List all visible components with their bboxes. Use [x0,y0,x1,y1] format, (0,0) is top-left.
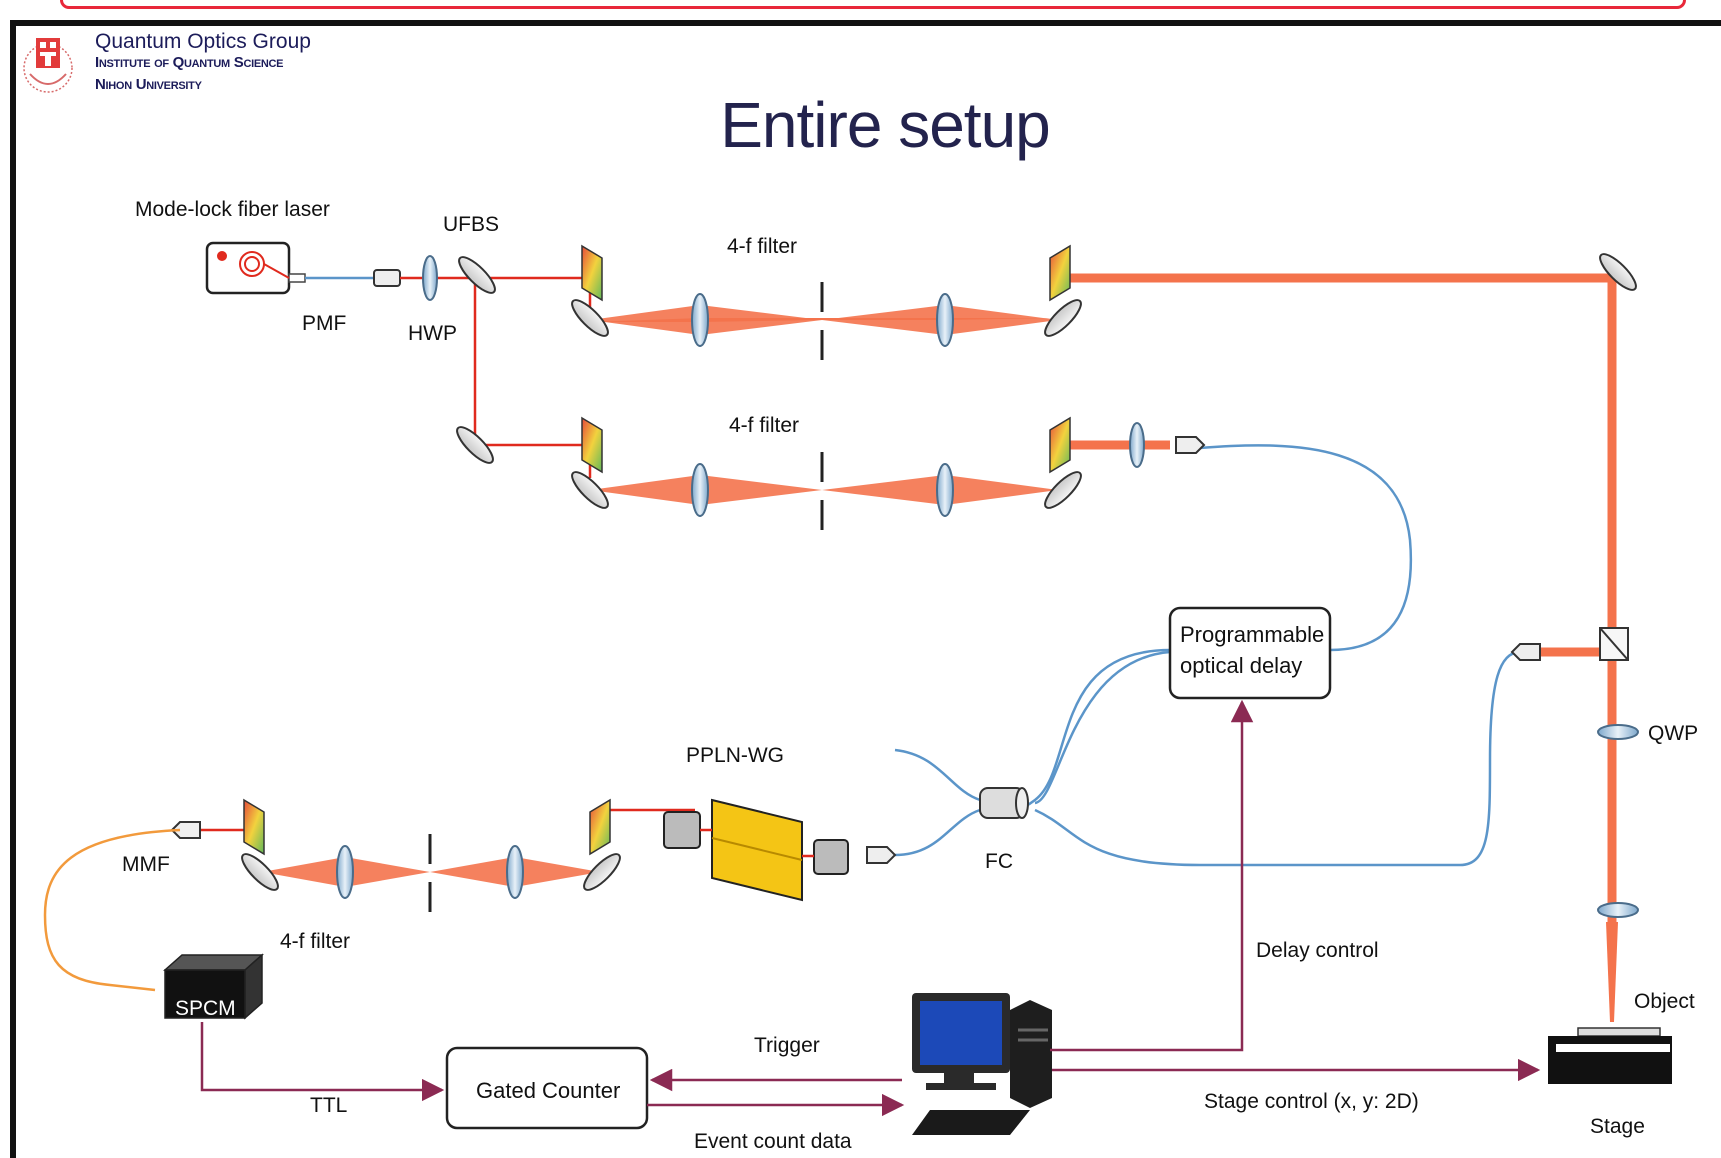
gated-counter-label: Gated Counter [476,1078,620,1103]
ufbs-label: UFBS [443,213,499,236]
collimator-icons [170,436,1541,864]
fc-label: FC [985,850,1013,873]
thick-beam-paths [1065,273,1617,935]
mmf-label: MMF [122,853,170,876]
lens-icons [336,255,1639,918]
gated-counter-box [445,1046,649,1130]
filter-middle-label: 4-f filter [729,414,799,437]
4f-filter-top [590,305,1058,335]
4f-filter-middle [590,475,1058,505]
spcm-label: SPCM [175,997,236,1020]
pmf-label: PMF [302,312,346,335]
mirror-icons [241,253,1637,891]
object-label: Object [1634,990,1695,1013]
delay-label-line2: optical delay [1180,653,1302,678]
stage-icon [1548,1027,1672,1084]
ppln-waveguide [663,798,849,902]
fiber-coupler-icon [979,787,1029,819]
ttl-label: TTL [310,1094,347,1117]
group-name: Quantum Optics Group [95,30,311,53]
page-title: Entire setup [720,89,1051,161]
filter-top-label: 4-f filter [727,235,797,258]
trigger-label: Trigger [754,1034,820,1057]
mmf-fiber [43,828,181,992]
spectral-mask-icons [428,282,824,912]
computer-icon [912,993,1052,1135]
stage-control-label: Stage control (x, y: 2D) [1204,1090,1419,1113]
polarizing-beam-splitter [1599,627,1629,661]
programmable-delay-box [1168,606,1332,700]
event-count-label: Event count data [694,1130,852,1153]
delay-control-label: Delay control [1256,939,1379,962]
mode-lock-fiber-laser [205,241,306,295]
ppln-label: PPLN-WG [686,744,784,767]
institute-name: Institute of Quantum Science [95,54,284,71]
spcm-detector [163,953,264,1020]
university-name: Nihon University [95,76,202,93]
filter-bottom-label: 4-f filter [280,930,350,953]
grating-icons [243,244,1071,856]
delay-label-line1: Programmable [1180,622,1324,647]
qwp-label: QWP [1648,722,1698,745]
laser-label: Mode-lock fiber laser [135,198,330,221]
focused-beam-to-object [1606,922,1618,1022]
thin-beam-paths [180,276,695,850]
collimator-icon [373,269,401,287]
hwp-label: HWP [408,322,457,345]
university-crest-logo [23,38,73,93]
signal-lines [200,699,1541,1117]
slide-frame [10,20,1721,1158]
top-banner-border [60,0,1686,9]
optical-fibers [894,444,1521,867]
stage-label: Stage [1590,1115,1645,1138]
